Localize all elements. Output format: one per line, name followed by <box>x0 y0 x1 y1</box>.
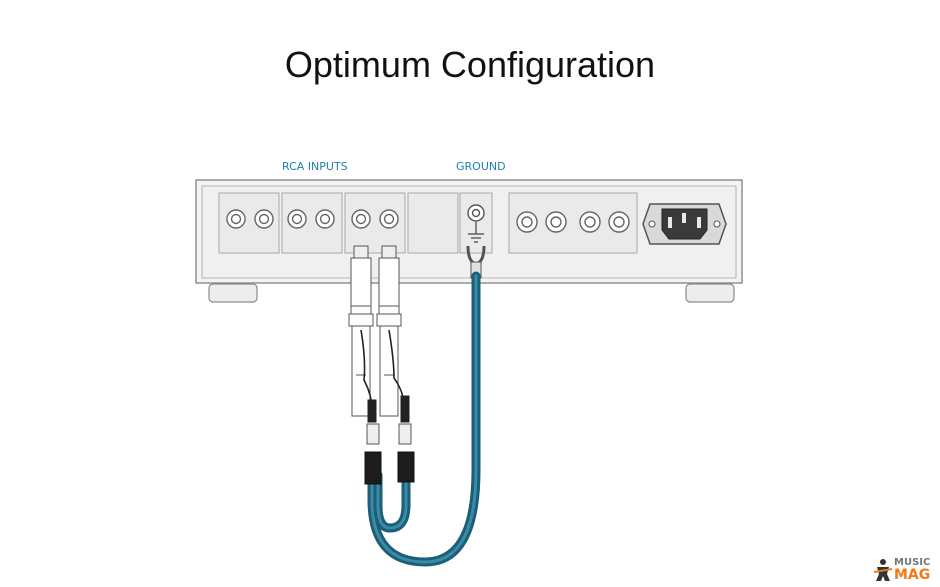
power-inlet-icon <box>642 203 727 245</box>
blank-module <box>407 192 459 254</box>
ground-cable-highlight <box>370 274 478 564</box>
rca-plug-right <box>376 245 415 483</box>
signal-cable-loop-highlight <box>376 468 408 530</box>
left-foot <box>208 283 258 303</box>
guitarist-icon <box>873 559 893 581</box>
watermark-line2: MAG <box>894 567 931 583</box>
watermark-logo: MUSIC MAG <box>872 557 934 583</box>
rca-jack <box>226 209 630 233</box>
ground-label: GROUND <box>456 160 506 173</box>
right-foot <box>685 283 735 303</box>
rca-plug-left <box>348 245 382 485</box>
ground-terminal-icon <box>467 204 485 243</box>
rca-inputs-label: RCA INPUTS <box>282 160 348 173</box>
watermark-line1: MUSIC <box>894 557 931 568</box>
page-title: Optimum Configuration <box>284 44 656 85</box>
